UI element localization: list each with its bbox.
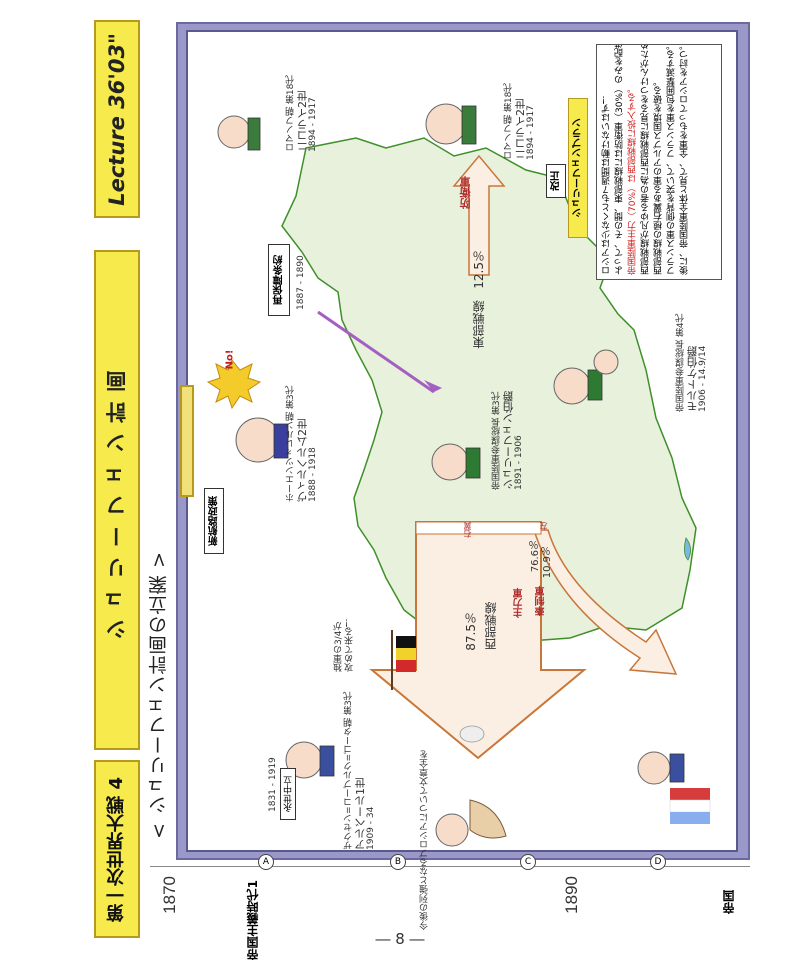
belgium-flag-icon bbox=[391, 630, 416, 690]
title-box bbox=[94, 250, 140, 750]
nicholas-character-2-icon bbox=[425, 103, 477, 145]
moltke-character-icon bbox=[553, 367, 603, 405]
period-label: 帝国主義時代1 bbox=[246, 880, 260, 960]
neutral-years: 1831 - 1919 bbox=[268, 757, 278, 812]
schlieffen-plan-badge: シュリーフェンプラン bbox=[568, 98, 588, 238]
moltke-small-character-icon bbox=[593, 349, 619, 375]
plan-line-1: ロシアは少なくとも７週間は動けないはず！ bbox=[602, 95, 612, 275]
header-band: Lecture 36'03" シュリーフェン計画 第一次世界大戦 4 bbox=[94, 20, 140, 938]
new-course-badge: 新航路政策 bbox=[204, 488, 224, 554]
rider-character-icon bbox=[435, 799, 507, 847]
plan-line-6: フランス軍の側背を突いて、フランス軍を包囲撃滅する。 bbox=[667, 44, 677, 275]
left-wing-label: 左 bbox=[539, 522, 548, 530]
smoke-cloud-icon bbox=[459, 725, 485, 743]
neutral-badge: 永世中立 bbox=[280, 768, 296, 820]
timeline-mark-B: B bbox=[390, 854, 406, 870]
flank-arrow bbox=[532, 529, 678, 675]
belgium-note: 独軍の3/4が 攻めて来る！ bbox=[334, 618, 355, 672]
year-1870: 1870 bbox=[160, 876, 179, 914]
nicholas1-caption: ロマノフ朝 第18代 ニコライ2世 1894 - 1917 bbox=[286, 74, 318, 152]
lecture-box bbox=[94, 20, 140, 218]
timeline-strip: A B C D bbox=[150, 854, 750, 934]
schlieffen-caption: 帝国陸軍参謀総長 第3代 シュリーフェン伯爵 1891 - 1906 bbox=[492, 391, 524, 490]
plan-text-box: ロシアは少なくとも７週間は動けないはず！ よって、その間、東部戦線には防衛軍（3… bbox=[596, 44, 722, 280]
plan-line-5: 西部戦線の極右翼ある軍のアルプス国境を破る。 bbox=[654, 77, 664, 275]
france-flag-icon bbox=[669, 788, 711, 824]
no-label: No! bbox=[224, 349, 236, 370]
nicholas-character-1-icon bbox=[217, 115, 261, 151]
page-number: ― 8 ― bbox=[375, 930, 425, 948]
no-burst-icon bbox=[206, 359, 262, 410]
schlieffen-character-icon bbox=[431, 443, 481, 481]
albert-caption: ザクセン=コーブルク=ゴータ朝 第3代 アルベール1世 1909 - 34 bbox=[344, 691, 376, 850]
section-subtitle: < シュリーフェン計画の立案 > bbox=[147, 551, 170, 839]
plan-line-2: よって、その間、東部戦線には防衛軍（30%）のみを配備。 bbox=[615, 44, 625, 275]
page-title: シュリーフェン計画 bbox=[105, 360, 129, 640]
wilhelm-character-icon bbox=[235, 417, 289, 463]
year-1890: 1890 bbox=[562, 876, 581, 914]
east-arrow bbox=[452, 154, 506, 276]
nicholas2-caption: ロマノフ朝 第18代 ニコライ2世 1894 - 1917 bbox=[504, 82, 536, 160]
main-force-label: 主力軍 bbox=[514, 588, 525, 618]
west-front-label: 西部戦線 bbox=[484, 602, 498, 650]
french-character-icon bbox=[637, 751, 685, 785]
timeline-note: 今後の列強となるプロシアについて文章全を bbox=[420, 750, 431, 930]
east-front-label: 東部戦線 12.5％ bbox=[472, 250, 486, 349]
timeline-mark-D: D bbox=[650, 854, 666, 870]
flank-force-label: 牽制軍 bbox=[536, 586, 547, 616]
plan-line-7: 後に、帝国陸軍全体と見て、全軍をもってロシアを討つ。 bbox=[680, 44, 690, 275]
wilhelm-caption: ホーエンツォレルン朝 第3代 ヴィルヘルム2世 1888 - 1918 bbox=[286, 385, 318, 502]
west-pct-label: 87.5％ bbox=[464, 612, 478, 651]
period-label-2: 帝国 bbox=[722, 890, 736, 914]
flank-pct-label: 10.9％ bbox=[542, 546, 553, 579]
treaty-badge: 再保障条約 bbox=[268, 244, 290, 316]
treaty-arrow bbox=[317, 310, 442, 394]
timeline-mark-C: C bbox=[520, 854, 536, 870]
bookmark-tab bbox=[180, 385, 194, 497]
chapter-label: 第一次世界大戦 4 bbox=[106, 776, 127, 922]
kaisei-badge: 改正 bbox=[546, 164, 566, 198]
treaty-years: 1887 - 1890 bbox=[296, 255, 306, 310]
plan-line-3: 帝国陸軍主力（70%）は西部戦線に投入する。 bbox=[628, 83, 638, 275]
east-role-label: 防衛軍 bbox=[459, 176, 472, 209]
plan-line-4: 西部戦線が凡ゆる者の為に西部戦線に見るをつけんがため、 bbox=[641, 44, 651, 275]
timeline-mark-A: A bbox=[258, 854, 274, 870]
moltke-caption: 帝国陸軍参謀総長 第4代 モルトケ伯爵 1906 - 14.9/14 bbox=[676, 313, 708, 412]
right-wing-label: 右翼 bbox=[463, 522, 472, 538]
chapter-box bbox=[94, 760, 140, 938]
lecture-label: Lecture 36'03" bbox=[105, 32, 129, 206]
map-svg bbox=[206, 103, 711, 847]
